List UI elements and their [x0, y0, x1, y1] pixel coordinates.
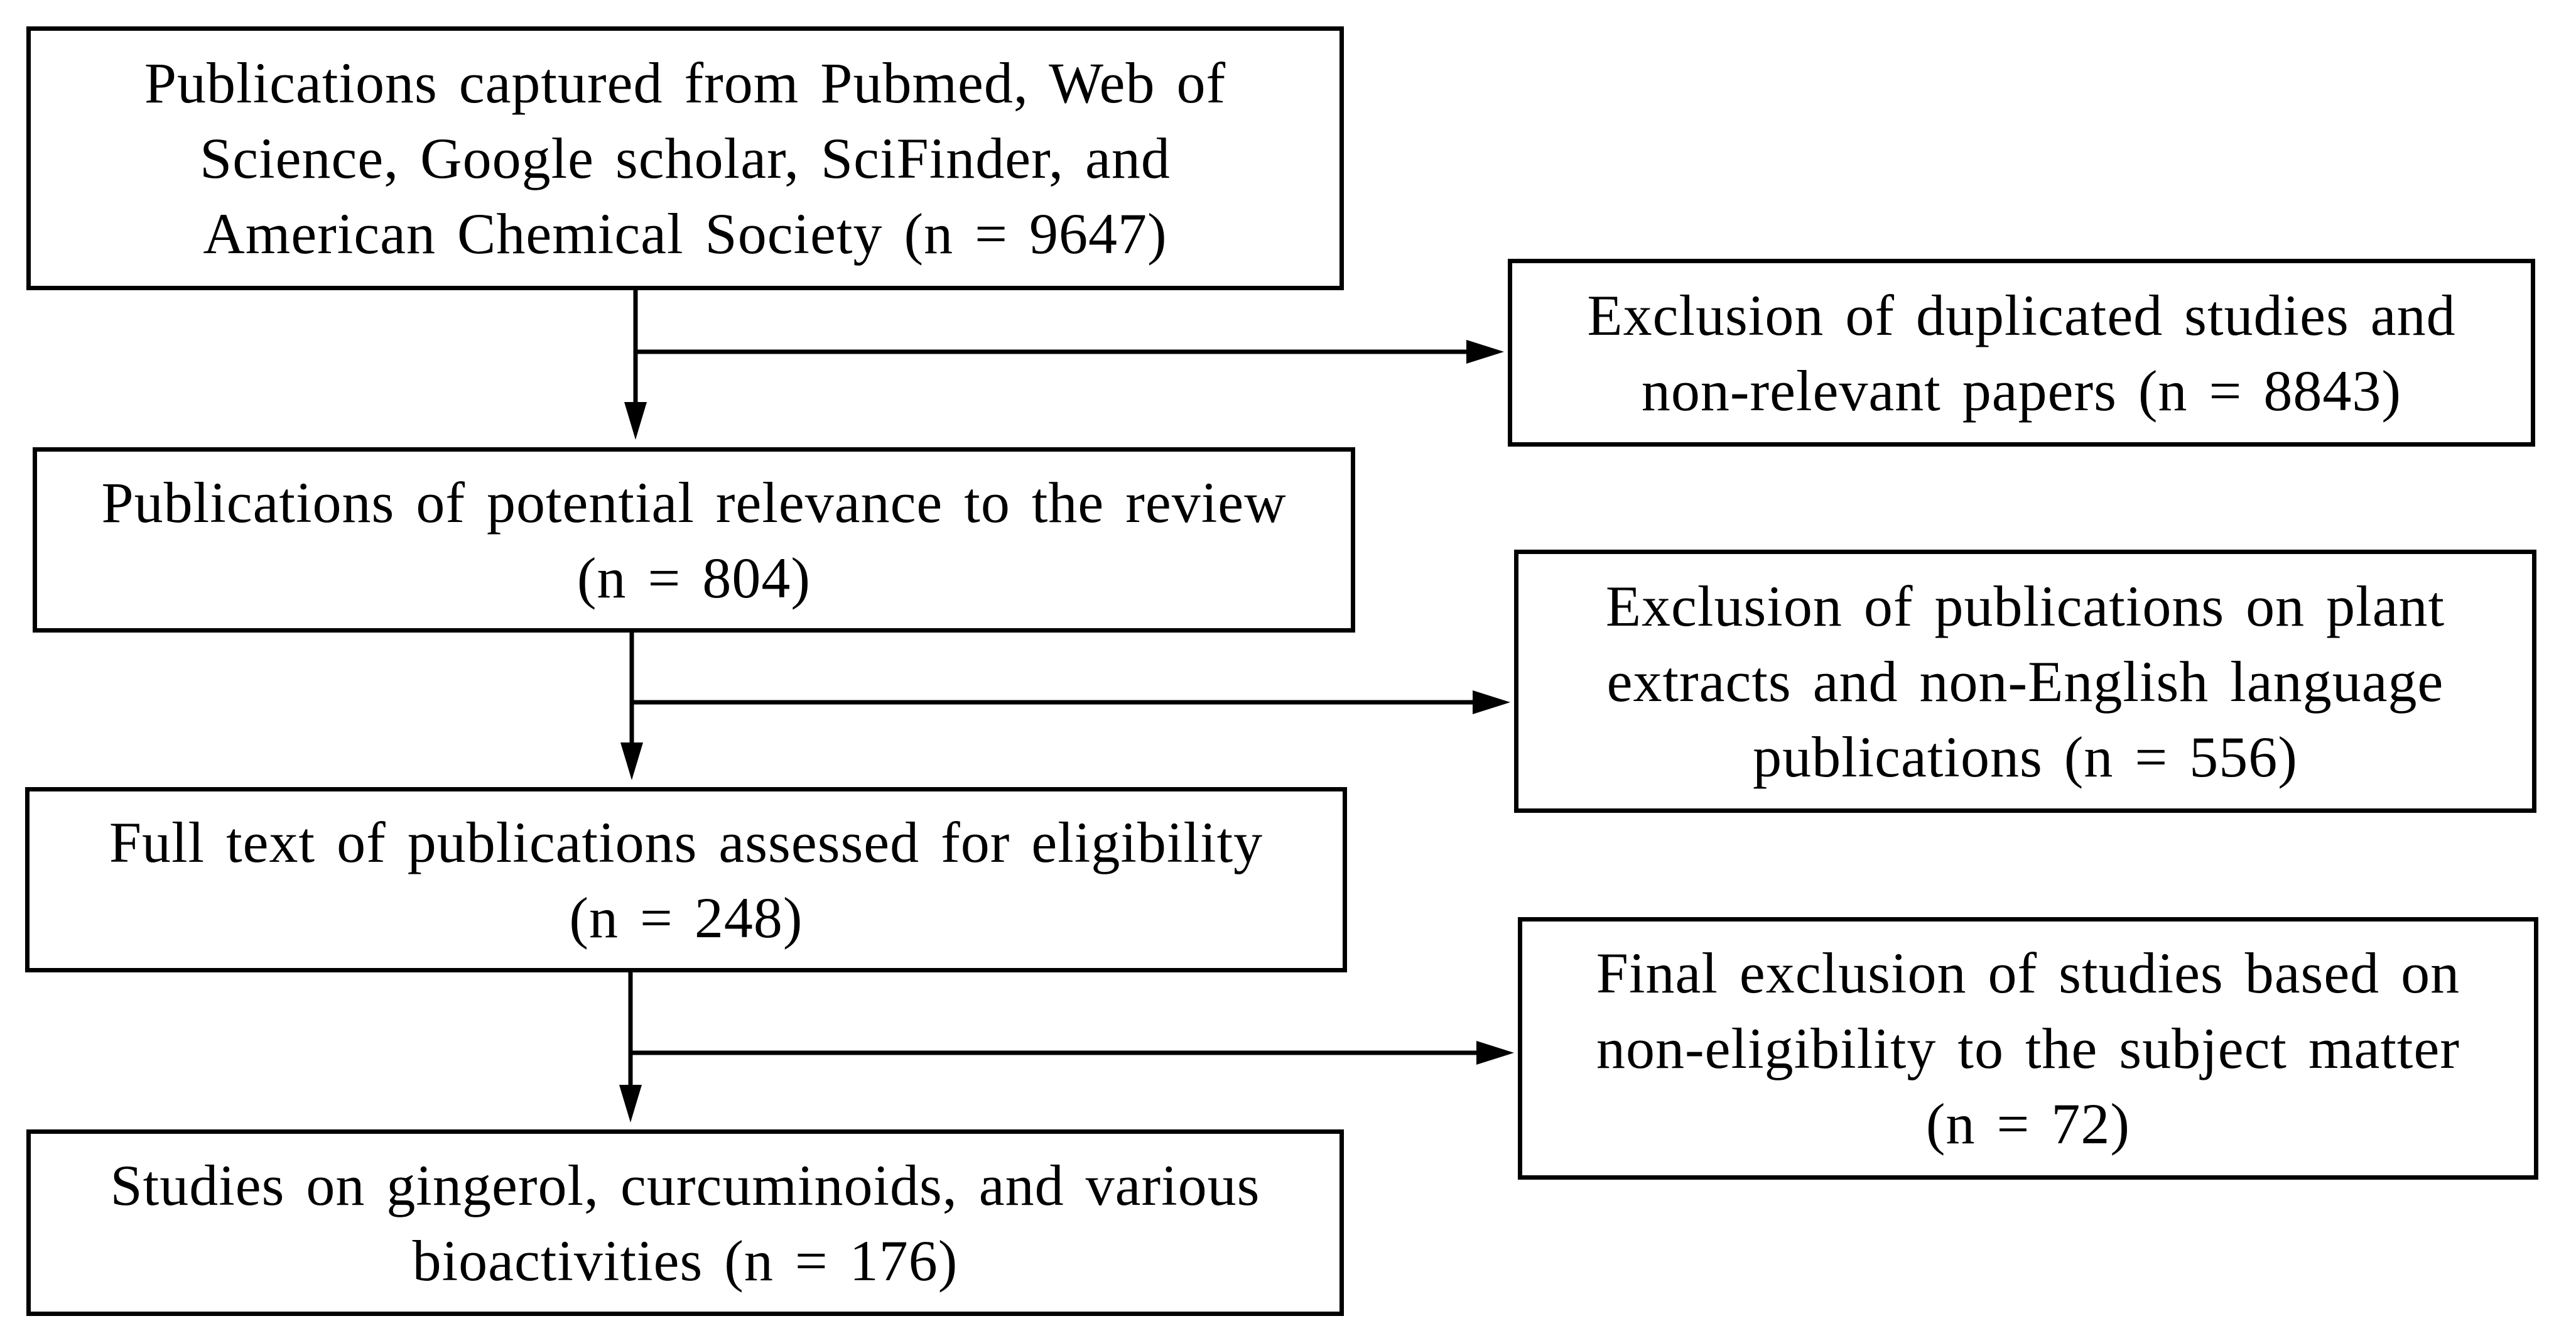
box-publications-captured-line-1: Publications captured from Pubmed, Web o…	[144, 51, 1226, 115]
box-potential-relevance: Publications of potential relevance to t…	[33, 447, 1355, 633]
arrow-fulltext-to-final	[619, 972, 642, 1123]
box-publications-captured-line-3: American Chemical Society (n = 9647)	[203, 202, 1167, 266]
box-full-text-assessed-line-1: Full text of publications assessed for e…	[109, 810, 1264, 874]
box-full-text-assessed-line-2: (n = 248)	[569, 885, 803, 950]
box-exclusion-non-eligibility-line-2: non-eligibility to the subject matter	[1596, 1016, 2460, 1080]
box-exclusion-duplicates-line-2: non-relevant papers (n = 8843)	[1641, 358, 2402, 423]
box-exclusion-non-eligibility-line-1: Final exclusion of studies based on	[1596, 941, 2460, 1005]
box-exclusion-plant-extracts-line-1: Exclusion of publications on plant	[1605, 574, 2445, 638]
box-exclusion-duplicates-line-1: Exclusion of duplicated studies and	[1587, 283, 2456, 347]
box-included-studies-line-1: Studies on gingerol, curcuminoids, and v…	[110, 1153, 1260, 1217]
arrow-to-non-eligibility-exclusion	[630, 1041, 1514, 1065]
box-included-studies-line-2: bioactivities (n = 176)	[412, 1228, 958, 1293]
arrow-potential-to-fulltext	[620, 633, 643, 780]
box-exclusion-plant-extracts: Exclusion of publications on plant extra…	[1514, 550, 2536, 813]
box-exclusion-duplicates: Exclusion of duplicated studies and non-…	[1508, 259, 2535, 447]
arrow-to-plant-extracts-exclusion	[632, 690, 1510, 714]
box-potential-relevance-line-1: Publications of potential relevance to t…	[101, 470, 1287, 535]
box-included-studies: Studies on gingerol, curcuminoids, and v…	[26, 1129, 1344, 1316]
box-potential-relevance-line-2: (n = 804)	[576, 545, 811, 610]
box-exclusion-non-eligibility-line-3: (n = 72)	[1925, 1092, 2131, 1156]
box-exclusion-non-eligibility: Final exclusion of studies based on non-…	[1518, 917, 2538, 1180]
arrow-captured-to-potential	[624, 290, 647, 440]
box-publications-captured: Publications captured from Pubmed, Web o…	[26, 26, 1344, 290]
box-full-text-assessed: Full text of publications assessed for e…	[25, 787, 1347, 972]
box-exclusion-plant-extracts-line-3: publications (n = 556)	[1753, 724, 2298, 789]
box-exclusion-plant-extracts-line-2: extracts and non-English language	[1606, 649, 2444, 714]
arrow-to-duplicates-exclusion	[636, 340, 1504, 364]
box-publications-captured-line-2: Science, Google scholar, SciFinder, and	[200, 126, 1171, 190]
